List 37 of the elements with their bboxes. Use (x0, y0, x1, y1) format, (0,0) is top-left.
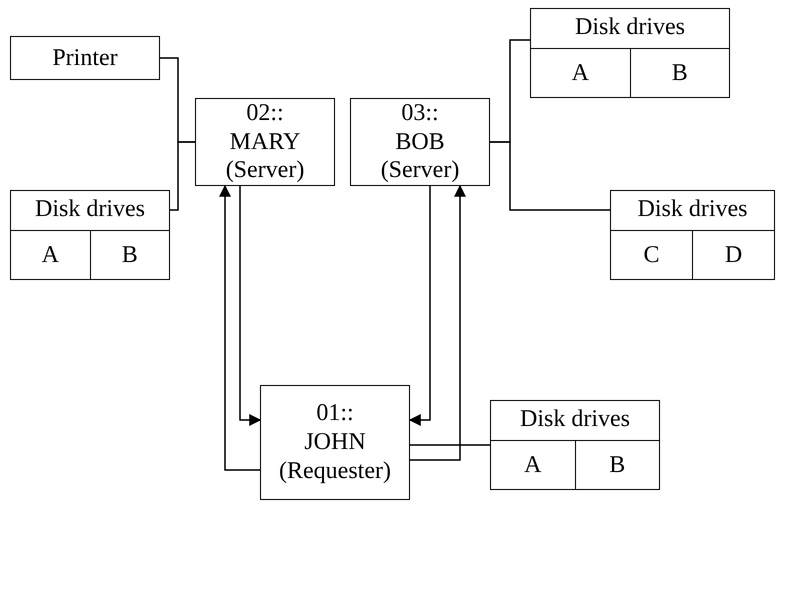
node-label: BOB (395, 128, 445, 156)
node-label: 03:: (401, 98, 439, 128)
node-label: JOHN (304, 428, 366, 457)
drive-label: A (570, 58, 590, 88)
connector-line (410, 444, 490, 446)
node-label: (Server) (380, 156, 460, 186)
process-box (195, 98, 335, 186)
node-label: 01:: (316, 399, 354, 428)
storage-box (610, 190, 775, 280)
node-heading: Disk drives (575, 14, 685, 40)
arrow (219, 184, 260, 471)
connector-line (490, 141, 610, 211)
arrow (410, 184, 466, 461)
drive-label: B (90, 230, 169, 279)
drive-label: D (692, 230, 774, 279)
arrow (408, 186, 431, 426)
node-heading: Disk drives (35, 196, 145, 222)
node-label: Printer (52, 44, 118, 72)
connector-line (170, 141, 195, 211)
storage-box (10, 190, 170, 280)
drive-label: B (630, 48, 729, 97)
drive-label: C (642, 240, 660, 270)
drive-label: B (574, 440, 659, 489)
node-label: (Requester) (279, 456, 391, 486)
process-box (350, 98, 490, 186)
node-label: (Server) (226, 156, 304, 186)
drive-label: A (523, 450, 542, 480)
node-label: 02:: (246, 98, 284, 128)
storage-box (490, 400, 660, 490)
drive-label: A (40, 240, 60, 270)
node-label: MARY (230, 128, 300, 156)
node-heading: Disk drives (520, 406, 630, 432)
node-heading: Disk drives (638, 196, 748, 222)
process-box (260, 385, 410, 500)
arrow (239, 186, 262, 426)
storage-box (530, 8, 730, 98)
process-box (10, 36, 160, 80)
